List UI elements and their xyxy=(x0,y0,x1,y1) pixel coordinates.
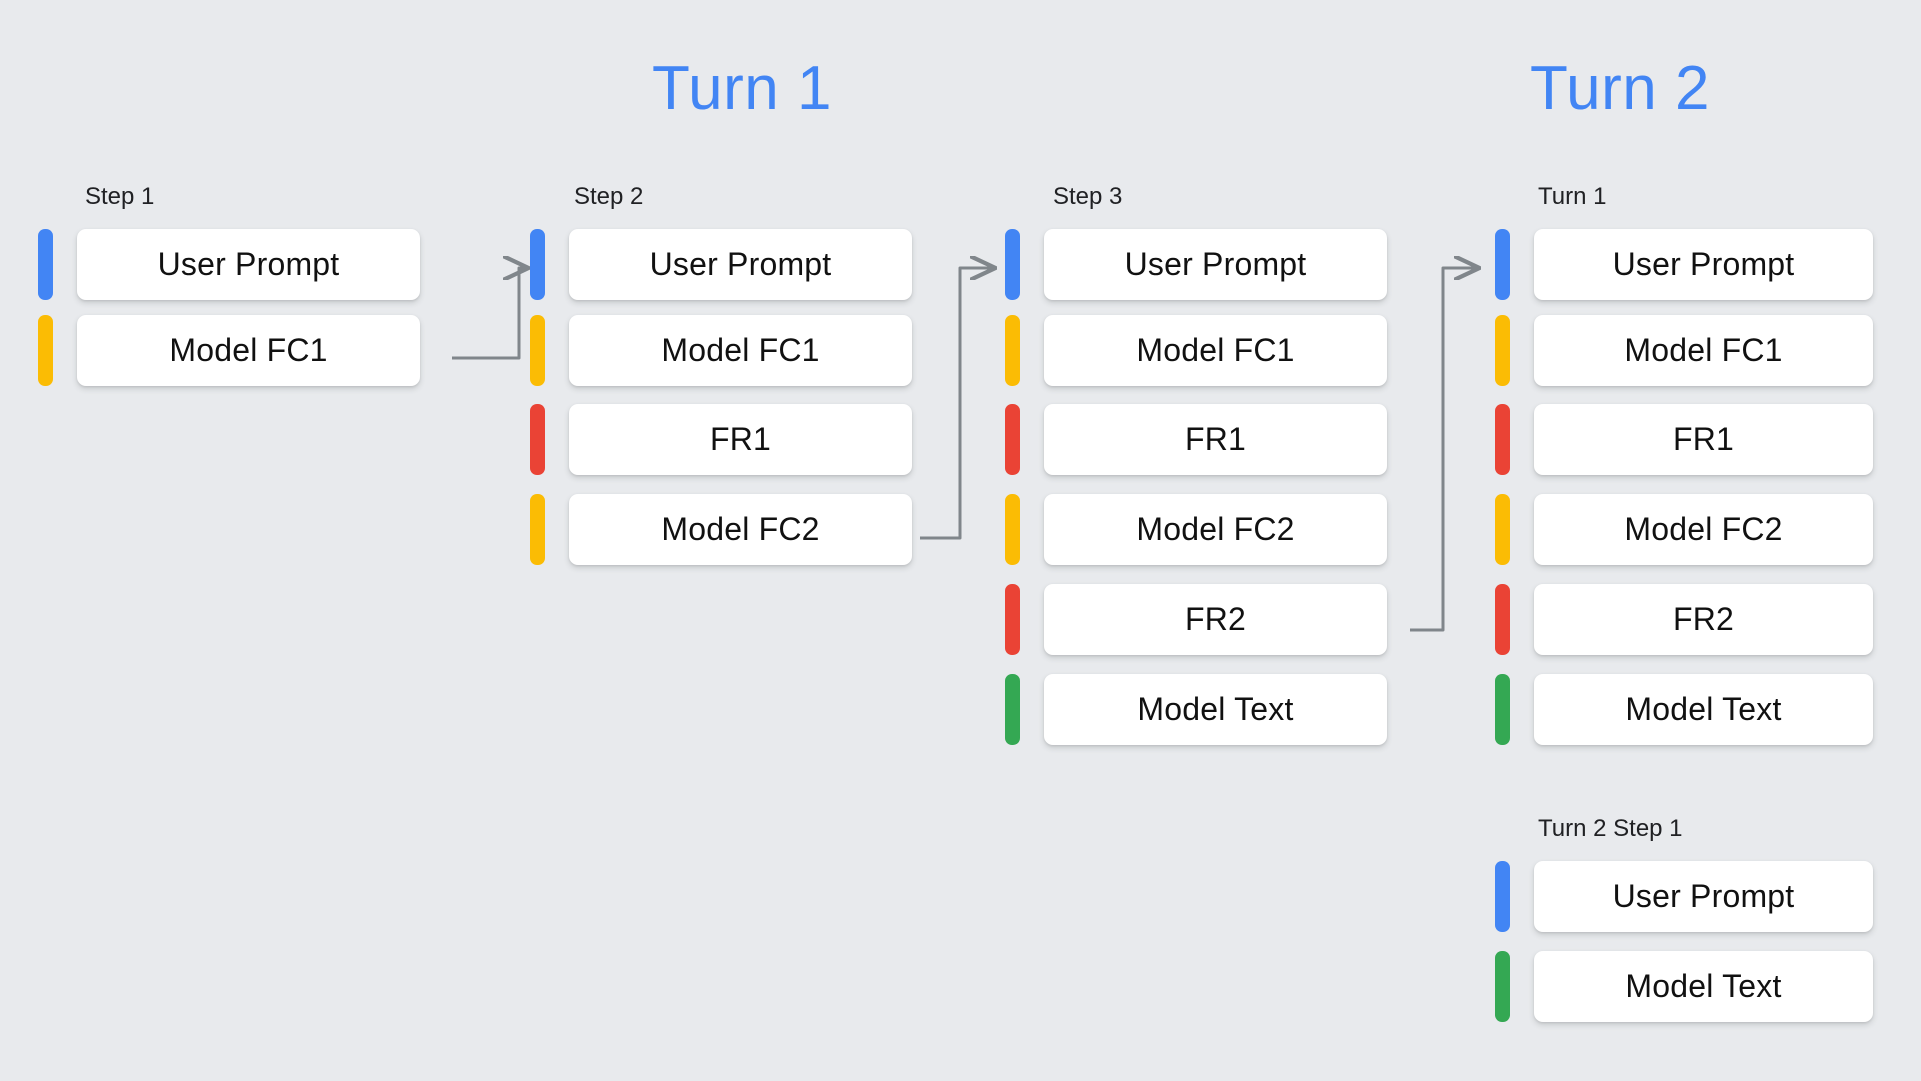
turn-1-heading: Turn 1 xyxy=(652,54,832,123)
status-bar-yellow xyxy=(1495,315,1510,386)
column-label-step-1: Step 1 xyxy=(85,183,155,210)
status-bar-green xyxy=(1495,674,1510,745)
card-label[interactable]: Model Text xyxy=(1534,674,1873,745)
card-label[interactable]: Model FC2 xyxy=(569,494,912,565)
row-model-text[interactable]: Model Text xyxy=(1005,671,1387,748)
status-bar-blue xyxy=(1495,229,1510,300)
card-label[interactable]: Model FC1 xyxy=(569,315,912,386)
row-model-fc1[interactable]: Model FC1 xyxy=(1005,312,1387,389)
card-label[interactable]: FR1 xyxy=(1044,404,1387,475)
status-bar-blue xyxy=(38,229,53,300)
card-label[interactable]: FR2 xyxy=(1534,584,1873,655)
row-model-fc2[interactable]: Model FC2 xyxy=(530,491,912,568)
card-label[interactable]: Model FC1 xyxy=(77,315,420,386)
card-label[interactable]: FR1 xyxy=(569,404,912,475)
status-bar-red xyxy=(530,404,545,475)
row-fr2[interactable]: FR2 xyxy=(1005,581,1387,658)
status-bar-yellow xyxy=(1005,315,1020,386)
card-label[interactable]: Model FC2 xyxy=(1044,494,1387,565)
connector-step2-to-step3 xyxy=(920,268,994,540)
status-bar-yellow xyxy=(38,315,53,386)
card-label[interactable]: User Prompt xyxy=(1534,861,1873,932)
status-bar-blue xyxy=(530,229,545,300)
status-bar-yellow xyxy=(530,494,545,565)
status-bar-blue xyxy=(1495,861,1510,932)
connector-step1-to-step2 xyxy=(452,268,527,360)
status-bar-red xyxy=(1005,404,1020,475)
column-label-turn-2-step-1: Turn 2 Step 1 xyxy=(1538,815,1683,842)
row-user-prompt[interactable]: User Prompt xyxy=(530,226,912,303)
status-bar-red xyxy=(1495,584,1510,655)
status-bar-blue xyxy=(1005,229,1020,300)
card-label[interactable]: Model Text xyxy=(1044,674,1387,745)
status-bar-green xyxy=(1495,951,1510,1022)
card-label[interactable]: User Prompt xyxy=(569,229,912,300)
status-bar-yellow xyxy=(1005,494,1020,565)
row-fr1[interactable]: FR1 xyxy=(530,401,912,478)
row-model-text[interactable]: Model Text xyxy=(1495,948,1873,1025)
card-label[interactable]: User Prompt xyxy=(77,229,420,300)
row-fr1[interactable]: FR1 xyxy=(1495,401,1873,478)
card-label[interactable]: User Prompt xyxy=(1534,229,1873,300)
row-user-prompt[interactable]: User Prompt xyxy=(1495,858,1873,935)
row-user-prompt[interactable]: User Prompt xyxy=(38,226,420,303)
status-bar-red xyxy=(1005,584,1020,655)
row-fr1[interactable]: FR1 xyxy=(1005,401,1387,478)
status-bar-red xyxy=(1495,404,1510,475)
card-label[interactable]: FR1 xyxy=(1534,404,1873,475)
row-fr2[interactable]: FR2 xyxy=(1495,581,1873,658)
row-model-fc2[interactable]: Model FC2 xyxy=(1495,491,1873,568)
status-bar-yellow xyxy=(530,315,545,386)
turn-2-heading: Turn 2 xyxy=(1530,54,1710,123)
row-user-prompt[interactable]: User Prompt xyxy=(1495,226,1873,303)
card-label[interactable]: Model FC1 xyxy=(1044,315,1387,386)
column-label-turn-1: Turn 1 xyxy=(1538,183,1607,210)
row-user-prompt[interactable]: User Prompt xyxy=(1005,226,1387,303)
column-label-step-2: Step 2 xyxy=(574,183,644,210)
card-label[interactable]: Model FC2 xyxy=(1534,494,1873,565)
column-label-step-3: Step 3 xyxy=(1053,183,1123,210)
card-label[interactable]: User Prompt xyxy=(1044,229,1387,300)
status-bar-yellow xyxy=(1495,494,1510,565)
row-model-fc2[interactable]: Model FC2 xyxy=(1005,491,1387,568)
card-label[interactable]: Model FC1 xyxy=(1534,315,1873,386)
card-label[interactable]: FR2 xyxy=(1044,584,1387,655)
row-model-fc1[interactable]: Model FC1 xyxy=(1495,312,1873,389)
connector-step3-to-turn1 xyxy=(1410,268,1478,632)
row-model-fc1[interactable]: Model FC1 xyxy=(530,312,912,389)
card-label[interactable]: Model Text xyxy=(1534,951,1873,1022)
row-model-fc1[interactable]: Model FC1 xyxy=(38,312,420,389)
row-model-text[interactable]: Model Text xyxy=(1495,671,1873,748)
status-bar-green xyxy=(1005,674,1020,745)
